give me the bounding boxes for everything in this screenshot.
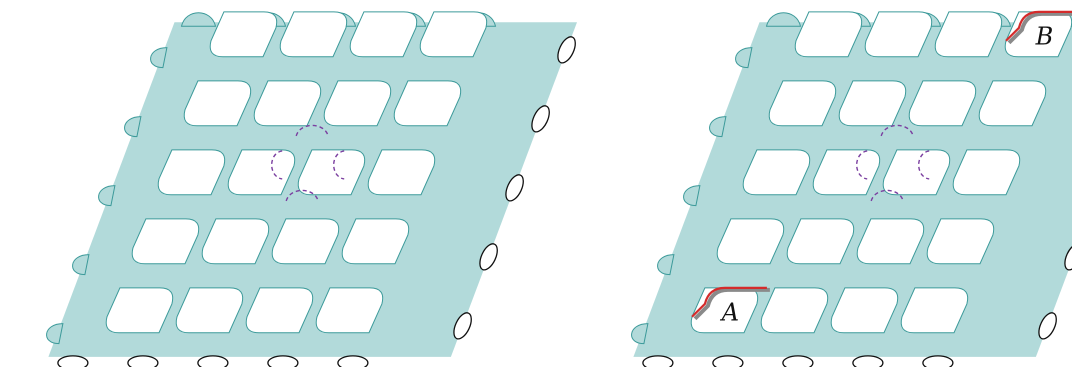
left-tube-stub <box>46 323 64 345</box>
left-tube-stub <box>735 47 753 69</box>
top-tube-stub <box>180 12 217 27</box>
dashed-loop <box>918 150 930 180</box>
bottom-tube-end <box>852 355 884 367</box>
lattice-hole <box>786 218 855 265</box>
left-tube-stub <box>98 185 116 207</box>
bottom-tube-end <box>337 355 369 367</box>
right-tube-end <box>1038 312 1057 340</box>
bottom-tube-end <box>267 355 299 367</box>
highlight-label: B <box>1035 22 1054 50</box>
lattice-hole <box>367 149 436 196</box>
top-tube-stub <box>765 12 802 27</box>
left-tube-stub <box>150 47 168 69</box>
left-tube-stub <box>72 254 90 276</box>
lattice-hole <box>794 11 863 58</box>
lattice-hole <box>856 218 925 265</box>
lattice-hole <box>838 80 907 127</box>
bottom-tube-end <box>712 355 744 367</box>
lattice-hole <box>349 11 418 58</box>
bottom-tube-end <box>922 355 954 367</box>
right-tube-end <box>557 36 576 64</box>
lattice-hole <box>864 11 933 58</box>
bottom-tube-end <box>127 355 159 367</box>
lattice-hole <box>183 80 252 127</box>
left-lattice-panel <box>46 11 577 367</box>
highlight-shadow <box>693 287 770 321</box>
lattice-hole <box>209 11 278 58</box>
lattice-hole <box>105 287 174 334</box>
highlight-label: A <box>720 298 739 326</box>
lattice-hole <box>716 218 785 265</box>
dashed-loop <box>856 150 868 180</box>
right-tube-end <box>1064 243 1072 271</box>
lattice-hole <box>926 218 995 265</box>
lattice-hole <box>315 287 384 334</box>
highlight-curve <box>1005 10 1072 42</box>
lattice-hole <box>393 80 462 127</box>
left-tube-stub <box>631 323 649 345</box>
right-tube-end <box>505 174 524 202</box>
dashed-loop <box>870 189 904 202</box>
lattice-hole <box>952 149 1021 196</box>
lattice-hole <box>882 149 951 196</box>
lattice-hole <box>900 287 969 334</box>
lattice-hole <box>830 287 899 334</box>
lattice-hole <box>175 287 244 334</box>
bottom-tube-end <box>57 355 89 367</box>
highlight-shadow <box>1007 11 1072 45</box>
left-tube-stub <box>124 116 142 138</box>
bottom-tube-end <box>197 355 229 367</box>
dashed-loop <box>271 150 283 180</box>
right-tube-end <box>479 243 498 271</box>
lattice-hole <box>279 11 348 58</box>
bottom-tube-end <box>782 355 814 367</box>
lattice-hole <box>934 11 1003 58</box>
lattice-hole <box>978 80 1047 127</box>
dashed-loop <box>285 189 319 202</box>
lattice-hole <box>742 149 811 196</box>
lattice-hole <box>201 218 270 265</box>
left-tube-stub <box>709 116 727 138</box>
lattice-hole <box>157 149 226 196</box>
lattice-hole <box>245 287 314 334</box>
right-tube-end <box>531 105 550 133</box>
lattice-hole <box>419 11 488 58</box>
lattice-hole <box>812 149 881 196</box>
dashed-loop <box>333 150 345 180</box>
dashed-loop <box>880 124 914 137</box>
lattice-hole <box>271 218 340 265</box>
right-lattice-panel: AB <box>631 10 1072 367</box>
lattice-hole <box>131 218 200 265</box>
lattice-hole <box>760 287 829 334</box>
highlight-curve <box>691 286 767 318</box>
bottom-tube-end <box>642 355 674 367</box>
lattice-hole <box>908 80 977 127</box>
lattice-hole <box>341 218 410 265</box>
lattice-hole <box>253 80 322 127</box>
lattice-hole <box>227 149 296 196</box>
lattice-hole <box>323 80 392 127</box>
dashed-loop <box>295 124 329 137</box>
right-tube-end <box>453 312 472 340</box>
lattice-hole <box>768 80 837 127</box>
lattice-hole <box>297 149 366 196</box>
left-tube-stub <box>657 254 675 276</box>
left-tube-stub <box>683 185 701 207</box>
